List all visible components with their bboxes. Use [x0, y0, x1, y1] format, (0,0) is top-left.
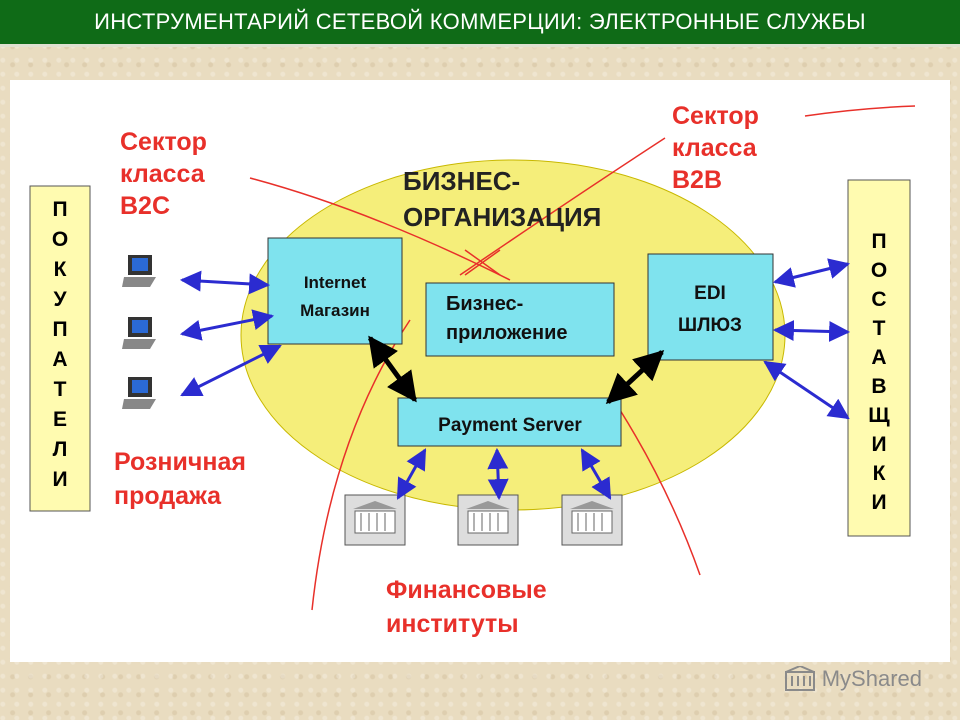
- buyers-bar: [29, 185, 91, 512]
- b2b-sector-line: [459, 137, 666, 276]
- buyers-letter-8: Е: [53, 408, 67, 431]
- arrow-shop-payment: [367, 335, 418, 403]
- financial-label-line-1: Финансовые: [386, 576, 547, 604]
- buyers-letter-9: Л: [53, 438, 68, 461]
- b2c-sector-line: [249, 177, 511, 281]
- retail-label-line-1: Розничная: [114, 448, 246, 476]
- business-application-box: [425, 282, 615, 357]
- bank-icon-3: [561, 494, 623, 546]
- slide-title: ИНСТРУМЕНТАРИЙ СЕТЕВОЙ КОММЕРЦИИ: ЭЛЕКТР…: [0, 0, 960, 47]
- suppliers-letters: П О С Т А В Щ И К И: [868, 230, 890, 514]
- b2b-sector-label: Сектор класса B2B: [672, 102, 759, 194]
- financial-label-line-2: институты: [386, 610, 519, 638]
- suppliers-letter-8: И: [871, 433, 886, 456]
- suppliers-letter-7: Щ: [868, 404, 890, 427]
- arrow-payment-bank-3: [580, 448, 612, 500]
- red-cross-marker: [464, 249, 501, 276]
- b2b-label-line-1: Сектор: [672, 102, 759, 130]
- right-red-curve: [619, 409, 701, 576]
- b2c-label-line-1: Сектор: [120, 128, 207, 156]
- bank-icon-1: [344, 494, 406, 546]
- business-application-line-2: приложение: [446, 322, 568, 344]
- watermark-text: MyShared: [821, 666, 922, 691]
- business-application-line-1: Бизнес-: [446, 293, 523, 315]
- suppliers-letter-10: И: [871, 491, 886, 514]
- suppliers-letter-3: С: [871, 288, 886, 311]
- arrow-computer2-shop: [179, 309, 275, 341]
- buyers-letter-4: У: [53, 288, 67, 311]
- buyers-letter-2: О: [52, 228, 68, 251]
- payment-server-label: Payment Server: [438, 415, 582, 436]
- b2b-label-line-3: B2B: [672, 166, 722, 194]
- retail-label-line-2: продажа: [114, 482, 222, 510]
- diagram-panel: П О К У П А Т Е Л И П О С Т А В Щ И К И …: [10, 80, 950, 662]
- ecommerce-diagram: П О К У П А Т Е Л И П О С Т А В Щ И К И …: [29, 102, 916, 638]
- arrow-edi-supplier-1: [772, 258, 851, 288]
- suppliers-letter-5: А: [871, 346, 886, 369]
- suppliers-letter-1: П: [871, 230, 886, 253]
- edi-gateway-box: [647, 253, 774, 361]
- top-right-red-line: [804, 105, 916, 117]
- internet-shop-line-2: Магазин: [300, 301, 370, 320]
- edi-gateway-line-1: EDI: [694, 283, 726, 304]
- computer-icon-2: [122, 317, 156, 349]
- organization-label-line-2: ОРГАНИЗАЦИЯ: [403, 202, 601, 232]
- buyers-letter-3: К: [54, 258, 67, 281]
- buyers-letter-6: А: [52, 348, 67, 371]
- computer-icon-1: [122, 255, 156, 287]
- watermark: MyShared: [784, 666, 922, 692]
- buyers-letter-7: Т: [54, 378, 67, 401]
- arrow-computer1-shop: [179, 270, 271, 295]
- suppliers-letter-4: Т: [873, 317, 886, 340]
- computer-icon-3: [122, 377, 156, 409]
- buyers-letter-10: И: [52, 468, 67, 491]
- organization-label-line-1: БИЗНЕС-: [403, 166, 520, 196]
- arrow-edi-supplier-2: [772, 320, 851, 342]
- arrow-edi-payment: [605, 349, 665, 405]
- suppliers-bar: [847, 179, 911, 537]
- suppliers-letter-9: К: [873, 462, 886, 485]
- suppliers-letter-2: О: [871, 259, 887, 282]
- watermark-logo-icon: [784, 666, 815, 691]
- internet-shop-box: [267, 237, 403, 345]
- arrow-computer3-shop: [180, 344, 282, 397]
- buyers-letter-5: П: [52, 318, 67, 341]
- financial-label: Финансовые институты: [386, 576, 547, 638]
- bank-icon-2: [457, 494, 519, 546]
- payment-server-box: [397, 397, 622, 447]
- b2b-label-line-2: класса: [672, 134, 758, 162]
- b2c-sector-label: Сектор класса B2C: [120, 128, 207, 220]
- arrow-payment-bank-1: [396, 448, 427, 500]
- b2c-label-line-3: B2C: [120, 192, 170, 220]
- organization-label: БИЗНЕС- ОРГАНИЗАЦИЯ: [403, 166, 601, 232]
- internet-shop-line-1: Internet: [304, 273, 367, 292]
- b2c-label-line-2: класса: [120, 160, 206, 188]
- suppliers-letter-6: В: [871, 375, 886, 398]
- edi-gateway-label: EDI ШЛЮЗ: [678, 283, 742, 336]
- business-application-label: Бизнес- приложение: [446, 293, 568, 344]
- buyers-letter-1: П: [52, 198, 67, 221]
- internet-shop-label: Internet Магазин: [300, 273, 370, 320]
- arrow-edi-supplier-3: [763, 360, 850, 420]
- buyers-letters: П О К У П А Т Е Л И: [52, 198, 68, 491]
- retail-label: Розничная продажа: [114, 448, 246, 510]
- edi-gateway-line-2: ШЛЮЗ: [678, 315, 742, 336]
- arrow-payment-bank-2: [487, 447, 509, 501]
